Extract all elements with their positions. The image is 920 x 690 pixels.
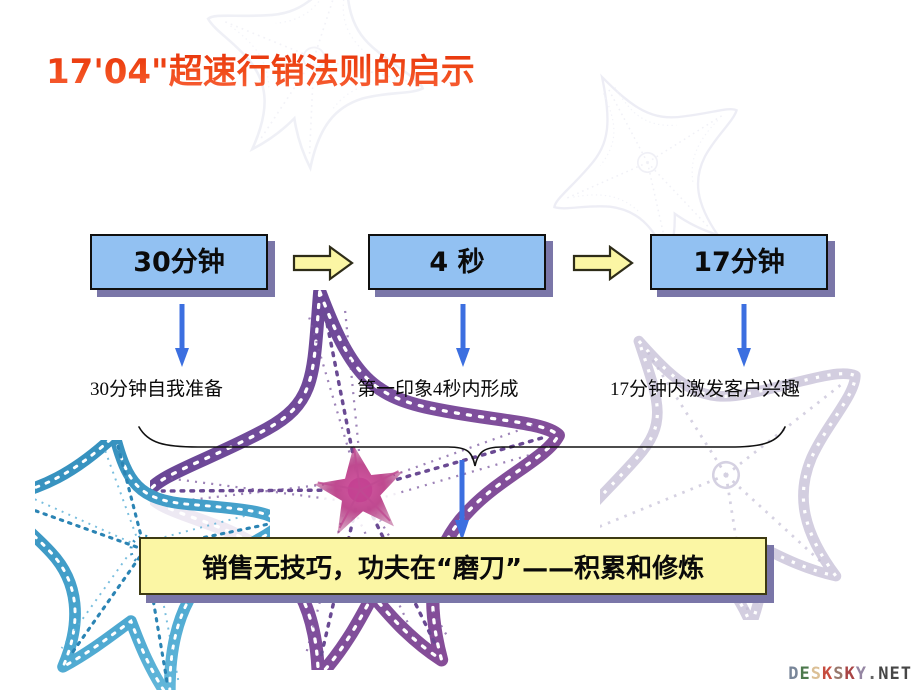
curly-brace-icon (138, 426, 786, 467)
stage-box-1-label: 30分钟 (133, 246, 225, 278)
down-arrow-2-icon (456, 304, 470, 367)
watermark: DESKSKY.NET (788, 664, 912, 684)
stage-box-3[interactable]: 17分钟 (650, 234, 828, 290)
stage-box-1[interactable]: 30分钟 (90, 234, 268, 290)
right-block-arrow-1-icon (292, 245, 354, 281)
stage-box-3-label: 17分钟 (693, 246, 785, 278)
down-arrow-1-icon (175, 304, 189, 367)
stage-caption-3: 17分钟内激发客户兴趣 (610, 379, 801, 400)
down-arrow-3-icon (737, 304, 751, 367)
down-arrow-4-icon (455, 460, 469, 541)
stage-box-2[interactable]: 4 秒 (368, 234, 546, 290)
stage-caption-2: 第一印象4秒内形成 (357, 379, 519, 400)
page-title: 17'04"超速行销法则的启示 (46, 52, 475, 92)
right-block-arrow-2-icon (572, 245, 634, 281)
conclusion-box[interactable]: 销售无技巧，功夫在“磨刀”——积累和修炼 (139, 537, 767, 595)
stage-caption-1: 30分钟自我准备 (90, 379, 224, 400)
conclusion-text: 销售无技巧，功夫在“磨刀”——积累和修炼 (201, 553, 705, 584)
starfish-main-icon (150, 290, 565, 670)
stage-box-2-label: 4 秒 (429, 246, 485, 278)
